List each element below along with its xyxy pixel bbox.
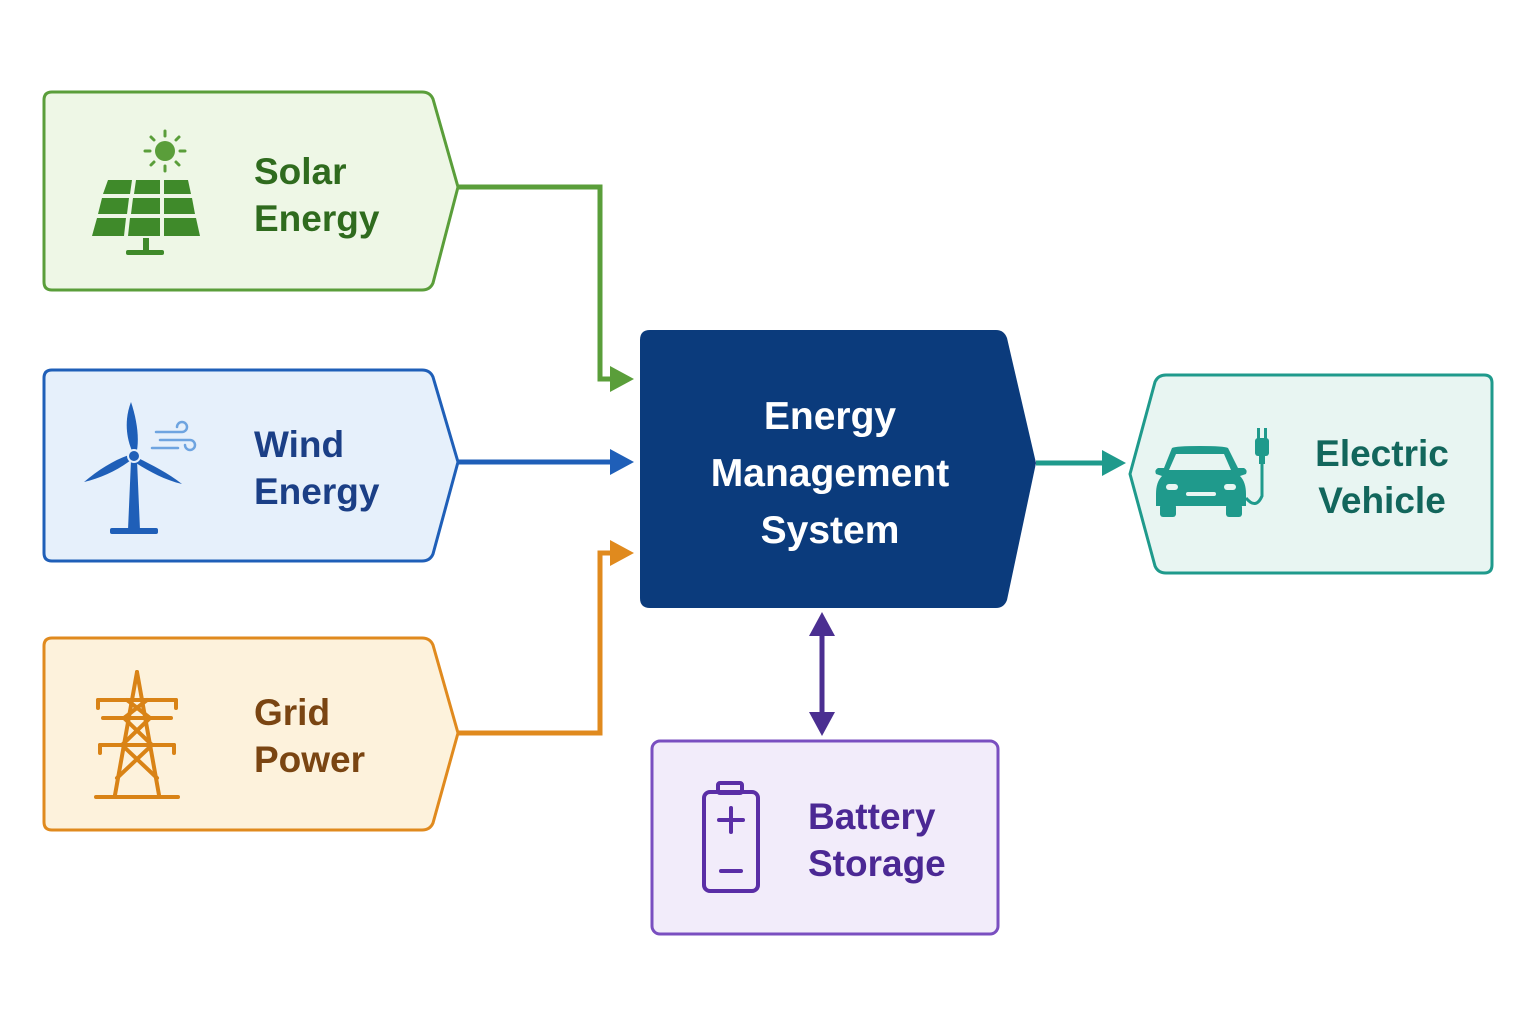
wind-label-line1: Wind [254, 424, 345, 465]
arrowhead [1102, 450, 1126, 476]
electric-vehicle-label: Electric Vehicle [1300, 430, 1464, 524]
vehicle-label-line2: Vehicle [1318, 480, 1446, 521]
battery-label-line1: Battery [808, 796, 936, 837]
electric-vehicle-node [1128, 373, 1494, 575]
arrowhead [610, 449, 634, 475]
connector-ems-to-vehicle [1036, 450, 1126, 476]
wind-energy-label: Wind Energy [254, 421, 379, 515]
electric-car-icon [1155, 428, 1269, 517]
ems-label-line1: Energy [763, 395, 897, 438]
wind-turbine-icon [84, 402, 197, 534]
ems-label-line3: System [760, 509, 900, 552]
ems-label-line2: Management [710, 452, 950, 495]
wind-label-line2: Energy [254, 471, 380, 512]
vehicle-label-line1: Electric [1315, 433, 1449, 474]
arrowhead [610, 540, 634, 566]
solar-label-line2: Energy [254, 198, 380, 239]
arrowhead [610, 366, 634, 392]
connector-wind-to-ems [458, 449, 634, 475]
grid-label-line1: Grid [254, 692, 331, 733]
solar-panel-icon [92, 129, 200, 255]
battery-storage-node [650, 739, 1000, 936]
connector-ems-battery-bidirectional [809, 612, 835, 736]
battery-label-line2: Storage [808, 843, 946, 884]
battery-storage-label: Battery Storage [808, 793, 946, 887]
transmission-tower-icon [94, 670, 180, 799]
connector-grid-to-ems [458, 540, 634, 736]
battery-icon [702, 781, 760, 893]
arrowhead-up [809, 612, 835, 636]
arrowhead-down [809, 712, 835, 736]
connector-solar-to-ems [458, 184, 634, 392]
grid-power-node [42, 636, 460, 832]
grid-power-label: Grid Power [254, 689, 365, 783]
energy-management-system-node [640, 330, 1036, 608]
solar-energy-label: Solar Energy [254, 148, 379, 242]
grid-label-line2: Power [254, 739, 366, 780]
wind-energy-node [42, 368, 460, 563]
energy-management-system-label: Energy Management System [640, 388, 1020, 559]
solar-label-line1: Solar [254, 151, 347, 192]
